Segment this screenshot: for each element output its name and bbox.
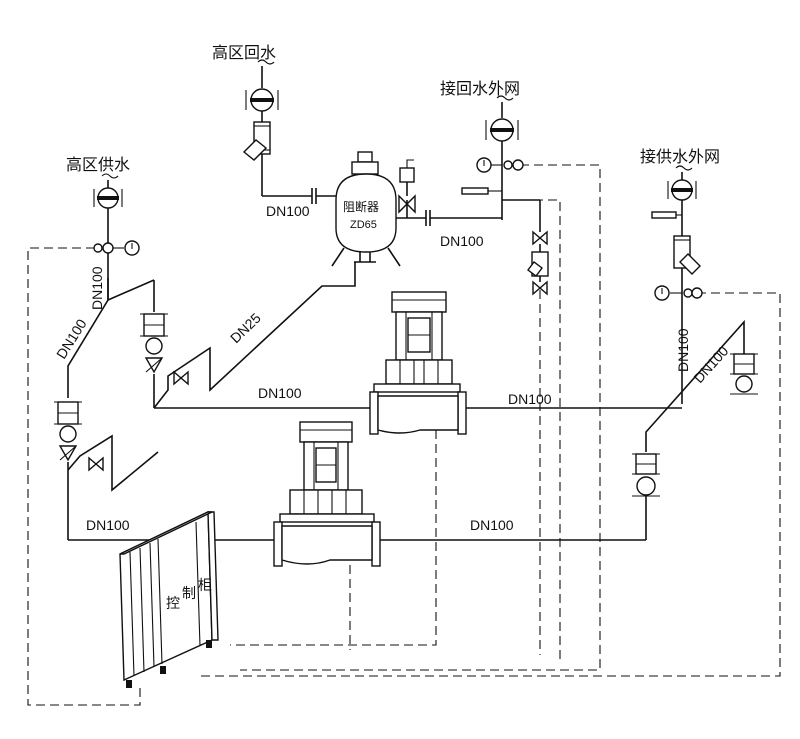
thermometer-icon <box>651 211 682 219</box>
valve-icon <box>532 280 548 296</box>
main-pipes: DN100 DN100 DN25 <box>53 262 758 541</box>
control-cabinet: 控 制 柜 <box>119 510 219 688</box>
isolator-tank: 阻断器 ZD65 DN100 <box>331 151 484 267</box>
cabinet-label: 柜 <box>198 578 212 594</box>
gate-valve-icon <box>485 118 519 142</box>
pressure-gauge-icon <box>93 240 140 256</box>
pipe-label: DN100 <box>440 233 484 249</box>
high-zone-supply-branch: 高区供水 DN100 <box>66 155 140 310</box>
pipe-label: DN100 <box>89 266 105 310</box>
check-valve-icon <box>140 313 168 374</box>
pipe-label: DN100 <box>470 517 514 533</box>
gate-valve-icon <box>245 88 279 112</box>
return-outer-network: 接回水外网 <box>430 79 549 296</box>
pipe-label: DN100 <box>258 385 302 401</box>
supply-outer-network: 接供水外网 DN100 <box>640 147 720 404</box>
cabinet-label: 控 <box>166 596 180 612</box>
pipe-label: DN100 <box>508 391 552 407</box>
label-high-zone-return: 高区回水 <box>212 43 276 62</box>
label-high-zone-supply: 高区供水 <box>66 155 130 174</box>
pipe-label: DN100 <box>266 203 310 219</box>
label-connect-supply-outer: 接供水外网 <box>640 147 720 166</box>
isolator-name: 阻断器 <box>343 199 379 214</box>
pressure-gauge-icon <box>476 157 524 173</box>
pipe-label: DN100 <box>675 328 691 372</box>
strainer-icon <box>673 235 701 275</box>
pipe-label: DN100 <box>690 343 731 386</box>
break-symbol <box>257 59 275 65</box>
label-connect-return-outer: 接回水外网 <box>440 79 520 98</box>
pipe-label: DN100 <box>86 517 130 533</box>
check-valve-icon <box>632 453 660 497</box>
cabinet-label: 制 <box>182 586 196 602</box>
check-valve-icon <box>730 353 758 395</box>
pipe-label: DN25 <box>227 310 264 347</box>
small-valve-icon <box>173 370 189 386</box>
lower-pump-icon <box>273 421 381 567</box>
isolator-model: ZD65 <box>350 219 377 231</box>
strainer-icon <box>242 121 271 161</box>
valve-icon <box>532 230 548 246</box>
gate-valve-icon <box>667 179 697 201</box>
gate-valve-icon <box>93 187 123 209</box>
check-valve-icon <box>54 401 82 462</box>
break-symbol <box>675 165 693 171</box>
break-symbol <box>496 95 514 101</box>
high-zone-return-branch: 高区回水 DN100 <box>212 43 336 219</box>
small-valve-icon <box>88 456 104 472</box>
pressure-gauge-icon <box>654 285 703 301</box>
break-symbol <box>101 173 119 179</box>
thermometer-icon <box>461 187 502 195</box>
upper-pump-icon <box>369 291 467 435</box>
